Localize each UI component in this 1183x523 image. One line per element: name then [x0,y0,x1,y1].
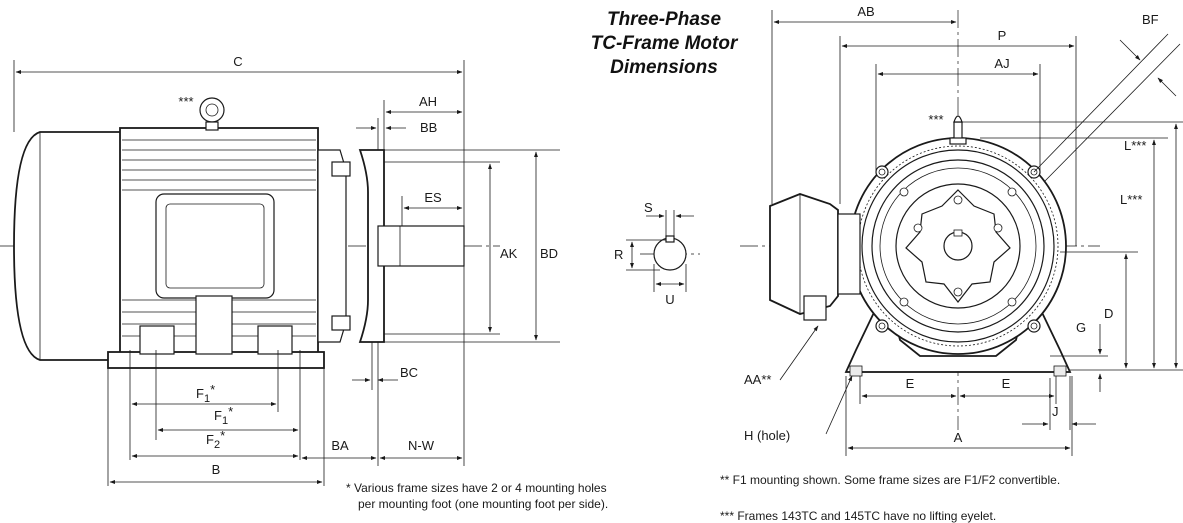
shaft-keyway [665,235,675,243]
label-J: J [1052,404,1059,419]
label-P: P [998,28,1007,43]
label-F1-lower: F1* [214,404,233,427]
label-D: D [1104,306,1113,321]
label-F1-upper: F1* [196,382,215,405]
note-lifting-eyelet: *** Frames 143TC and 145TC have no lifti… [720,509,996,523]
label-AB: AB [857,4,874,19]
c-face-bolt-holes [875,165,1041,333]
label-A: A [954,430,963,445]
label-B: B [212,462,221,477]
footnotes: * Various frame sizes have 2 or 4 mounti… [346,473,1060,523]
label-G: G [1076,320,1086,335]
label-BC: BC [400,365,418,380]
label-R: R [614,247,623,262]
label-BB: BB [420,120,437,135]
shaft-section [653,237,687,271]
bolt-bottom [331,315,351,331]
note-f1-mounting: ** F1 mounting shown. Some frame sizes a… [720,473,1060,487]
title-line-3: Dimensions [610,57,718,78]
label-L-upper: L*** [1124,138,1146,153]
shaft-section-view: S R U [614,200,700,307]
conduit-box [155,193,275,299]
label-AK: AK [500,246,518,261]
note-mounting-holes-line-2: per mounting foot (one mounting foot per… [358,497,608,511]
label-S: S [644,200,653,215]
title-line-1: Three-Phase [607,9,721,30]
eyebolt-note-mark: *** [178,94,193,109]
label-NW: N-W [408,438,435,453]
side-view: *** C AH BB AK [0,54,560,486]
front-eyebolt-icon [949,115,967,145]
label-AA: AA** [744,372,771,387]
pilot-ring [895,183,1021,309]
diagram-title: Three-Phase TC-Frame Motor Dimensions [591,9,739,78]
lifting-eyebolt-icon [199,97,225,131]
label-ES: ES [424,190,442,205]
label-U: U [665,292,674,307]
label-L: L*** [1120,192,1142,207]
bolt-top [331,161,351,177]
note-mounting-holes-line-1: * Various frame sizes have 2 or 4 mounti… [346,481,607,495]
label-C: C [233,54,242,69]
label-E-left: E [906,376,915,391]
label-H-hole: H (hole) [744,428,790,443]
conduit-box-neck [837,213,861,295]
front-view: *** AB P AJ BF L*** L*** [740,4,1183,456]
label-F2: F2* [206,428,225,451]
label-E-right: E [1002,376,1011,391]
front-eyebolt-note-mark: *** [928,112,943,127]
fan-cover [13,131,125,361]
label-AH: AH [419,94,437,109]
shaft [377,225,465,267]
endbell [317,149,347,343]
label-BA: BA [331,438,349,453]
title-line-2: TC-Frame Motor [591,33,739,54]
label-AJ: AJ [994,56,1009,71]
label-BF: BF [1142,12,1159,27]
c-face-flange [358,149,385,343]
label-BD: BD [540,246,558,261]
front-conduit-box [769,193,839,315]
